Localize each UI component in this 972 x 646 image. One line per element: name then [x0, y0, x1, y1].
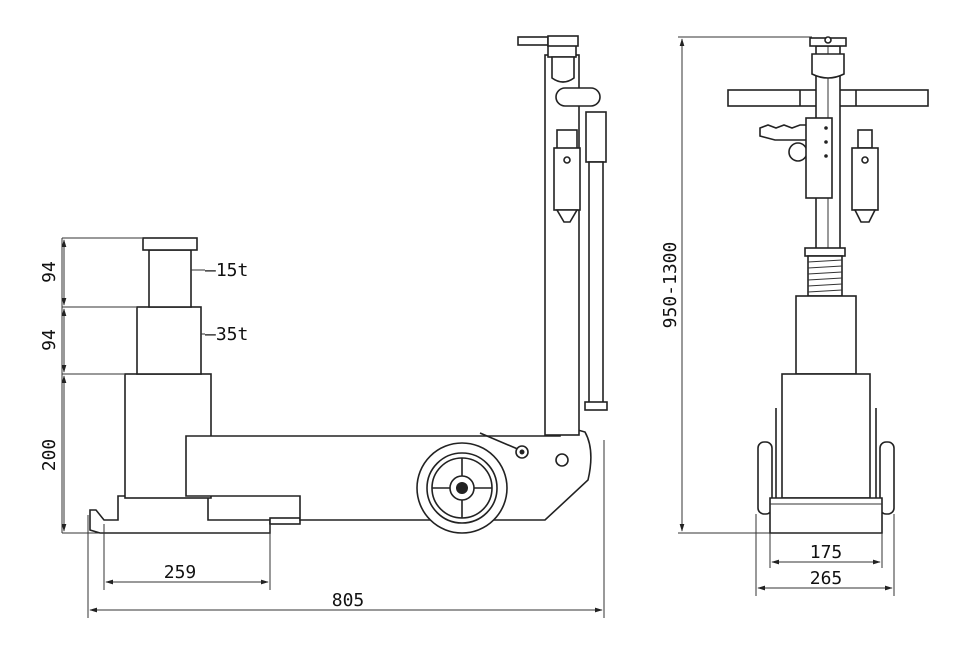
capacity-labels: —15t —35t	[205, 260, 248, 345]
dim-stage-top-height: 94	[39, 261, 60, 283]
dim-overall-length: 805	[332, 590, 365, 611]
dimension-lines	[61, 36, 895, 618]
dim-base-width: 259	[164, 562, 197, 583]
dim-height-range: 950-1300	[660, 242, 681, 329]
capacity-stage-two: —35t	[205, 324, 248, 345]
capacity-stage-one: —15t	[205, 260, 248, 281]
dim-base-height: 200	[39, 439, 60, 472]
dimension-labels: 94 94 200 259 805 950-1300 175 265	[39, 242, 842, 611]
dim-stage-mid-height: 94	[39, 329, 60, 351]
dim-outer-width: 265	[810, 568, 843, 589]
dim-inner-width: 175	[810, 542, 843, 563]
side-view	[62, 35, 608, 534]
front-view	[727, 36, 929, 534]
